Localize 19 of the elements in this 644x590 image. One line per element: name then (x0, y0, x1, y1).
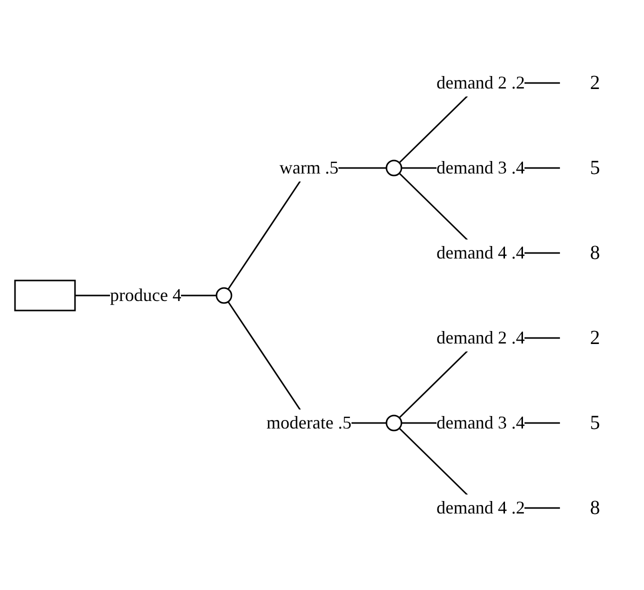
node-text: 5 (589, 412, 600, 434)
node-circle (385, 414, 402, 431)
edge-label: demand 4 .2 (436, 497, 524, 517)
edge-label: demand 2 .2 (436, 72, 524, 92)
edge-label: warm .5 (279, 157, 338, 177)
node-circle (385, 159, 402, 176)
edge-label: demand 3 .4 (436, 412, 524, 432)
edge-label: demand 2 .4 (436, 327, 524, 347)
node-text: 8 (589, 242, 600, 264)
node-text: 2 (589, 72, 600, 94)
edge-label: demand 4 .4 (436, 242, 524, 262)
node-box (14, 279, 76, 311)
edge-label: produce 4 (110, 284, 182, 304)
node-text: 5 (589, 156, 600, 178)
edge-label: moderate .5 (266, 412, 351, 432)
node-text: 8 (589, 496, 600, 518)
edge-label: demand 3 .4 (436, 157, 524, 177)
node-circle (215, 286, 232, 304)
node-text: 2 (589, 326, 600, 348)
